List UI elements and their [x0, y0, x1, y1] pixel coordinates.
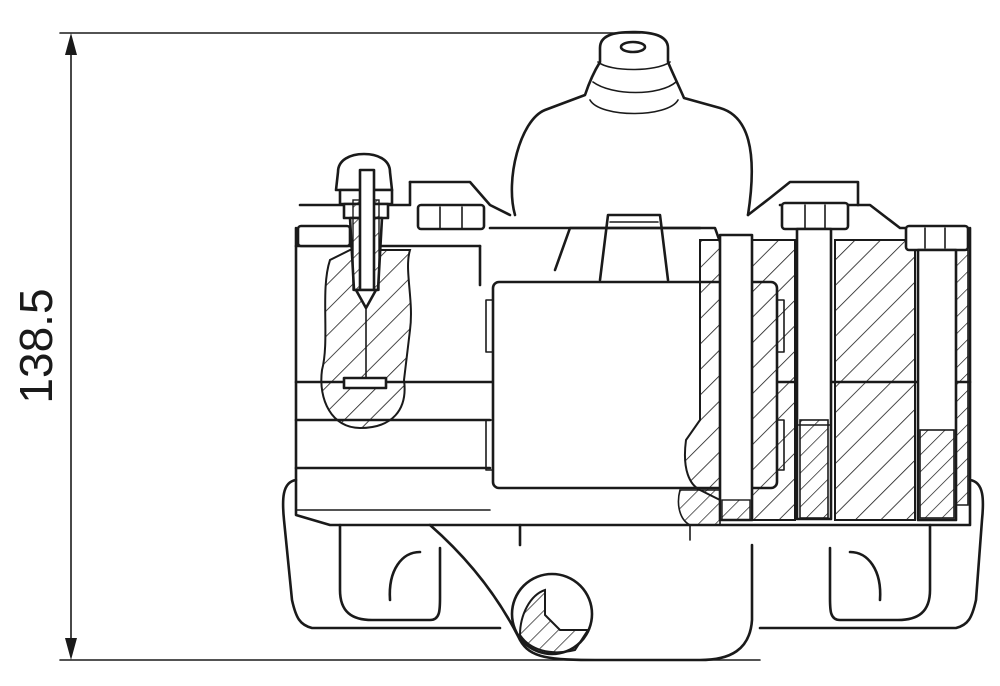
- bolt-right-2: [904, 224, 970, 522]
- bolt-right-1: [780, 201, 850, 521]
- bolt-left: [296, 203, 486, 248]
- detail-lines: [295, 509, 691, 541]
- top-boss: [510, 30, 754, 217]
- caliper-body: [294, 226, 972, 527]
- bleed-screw: [334, 152, 394, 390]
- dimension-arrow-top: [65, 33, 77, 55]
- height-dimension: 138.5: [10, 32, 761, 661]
- upper-flange: [298, 180, 970, 230]
- bottom-bridge: [281, 478, 985, 662]
- pin-center-right: [718, 233, 754, 522]
- dimension-label: 138.5: [10, 288, 62, 403]
- dimension-arrow-bottom: [65, 638, 77, 660]
- lower-section-circle: [510, 572, 594, 656]
